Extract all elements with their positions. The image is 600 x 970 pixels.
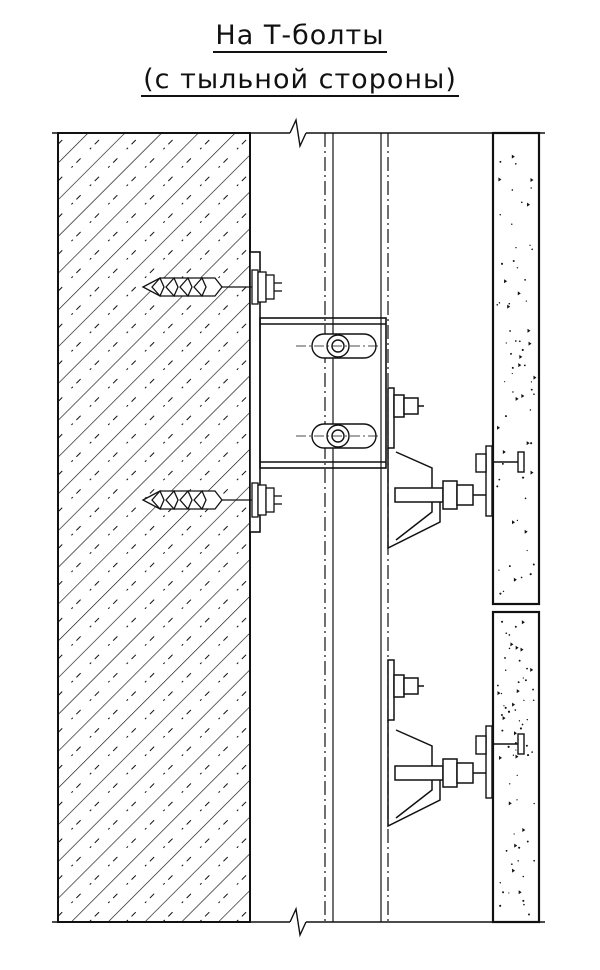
t-bolt-head-upper <box>475 445 525 517</box>
drawing-title-line1: На Т-болты <box>213 20 387 54</box>
slot-bolt-lower <box>296 423 380 449</box>
facade-panel-upper <box>491 131 541 606</box>
masonry-wall <box>57 132 251 923</box>
anchor-lower <box>141 482 282 518</box>
t-bolt-clamp-upper <box>387 387 486 550</box>
concrete-speckle <box>496 154 537 916</box>
wall-bracket <box>249 251 387 533</box>
t-bolt-clamp-lower <box>387 659 486 828</box>
drawing-title-line2: (с тыльной стороны) <box>141 64 459 98</box>
facade-panel-lower <box>491 610 541 924</box>
drawing-subtitle: (с тыльной стороны) <box>0 64 600 98</box>
slot-bolt-upper <box>296 333 380 359</box>
anchor-upper <box>141 269 282 305</box>
t-bolt-head-lower <box>475 725 525 799</box>
drawing-title: На Т-болты <box>0 20 600 54</box>
vertical-guide-profile <box>324 133 389 922</box>
